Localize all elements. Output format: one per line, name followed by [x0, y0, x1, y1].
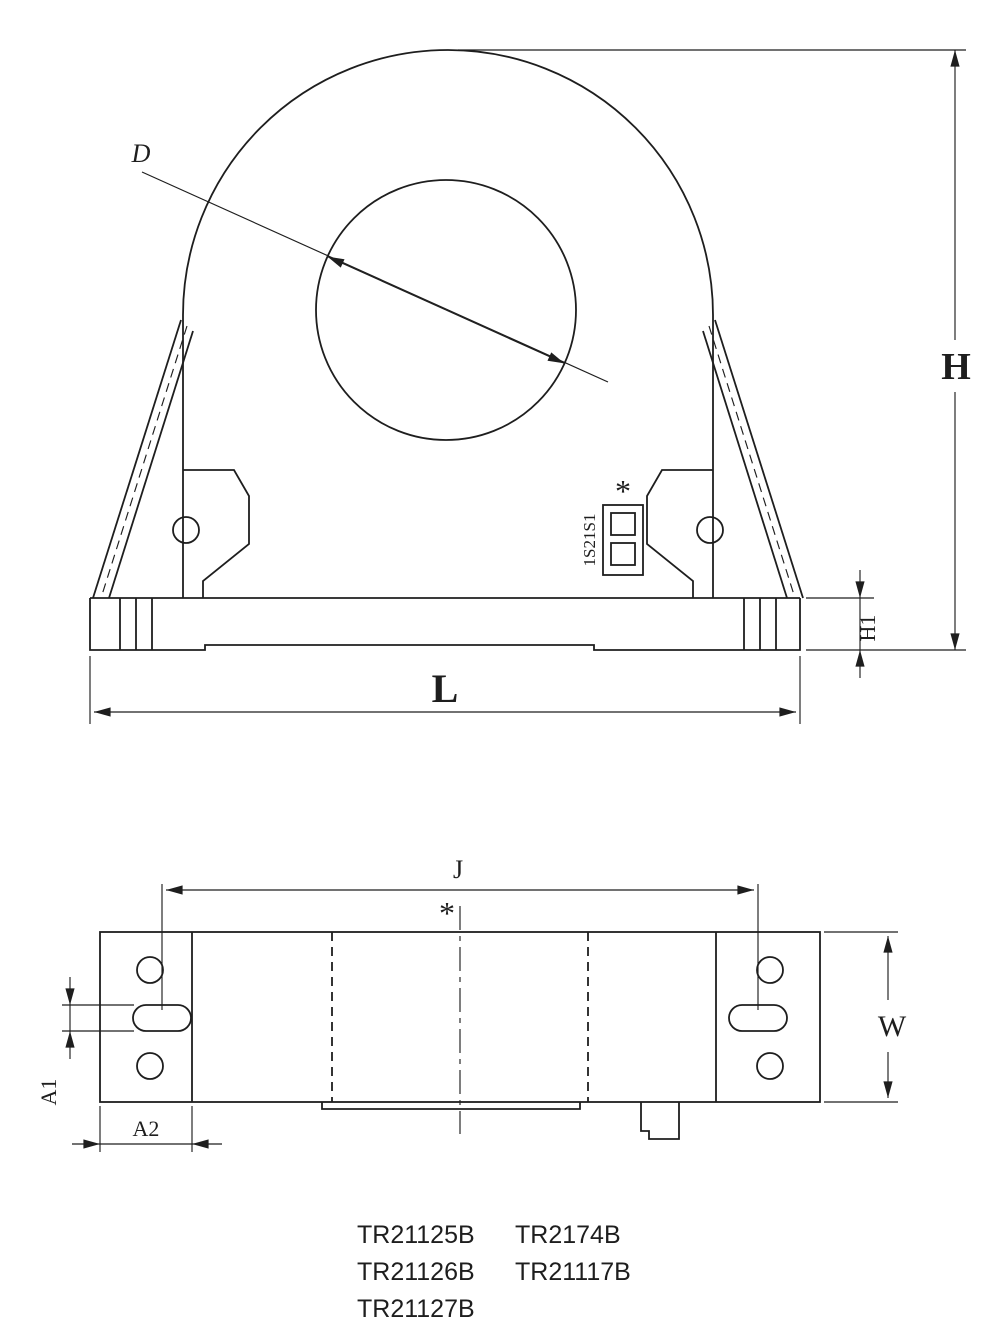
- left-foot-outline: [183, 469, 250, 598]
- bolt-hole-top-left: [136, 956, 164, 984]
- dim-label-a1: A1: [36, 1079, 61, 1106]
- dim-j: J: [161, 855, 759, 1010]
- dim-l: L: [89, 656, 801, 724]
- terminal-label: 1S21S1: [580, 514, 599, 567]
- bolt-hole-top-right: [756, 956, 784, 984]
- left-mounting-hole: [172, 516, 200, 544]
- dim-label-l: L: [432, 666, 459, 711]
- front-view: 1S21S1 * D H H1: [89, 49, 971, 724]
- part-number: TR21127B: [357, 1295, 475, 1323]
- terminal-asterisk: *: [615, 473, 631, 509]
- dome-outline: [182, 49, 714, 316]
- part-number: TR2174B: [515, 1221, 621, 1249]
- left-gusset: [92, 319, 194, 599]
- core-hole-circle: [315, 179, 577, 441]
- dim-label-j: J: [453, 855, 463, 884]
- right-mounting-hole: [696, 516, 724, 544]
- dim-label-d: D: [131, 139, 151, 168]
- dim-label-w: W: [878, 1010, 907, 1043]
- right-foot-outline: [646, 469, 713, 598]
- terminal-1s1: [610, 542, 636, 566]
- terminal-block: [602, 504, 644, 576]
- plan-view: * J W A1: [36, 855, 907, 1152]
- bottom-step: [321, 1102, 581, 1110]
- terminal-1s2: [610, 512, 636, 536]
- right-gusset: [702, 319, 804, 599]
- bolt-hole-bottom-right: [756, 1052, 784, 1080]
- part-number: TR21117B: [515, 1258, 631, 1286]
- base-outline: [89, 597, 801, 651]
- dim-d: D: [131, 139, 609, 383]
- dim-h: H: [458, 49, 971, 651]
- base-slot-lines: [119, 598, 777, 650]
- dim-w: W: [824, 931, 907, 1103]
- bolt-hole-bottom-left: [136, 1052, 164, 1080]
- plan-center-asterisk: *: [439, 895, 455, 931]
- part-number: TR21126B: [357, 1258, 475, 1286]
- dim-h1: H1: [806, 570, 880, 678]
- part-number: TR21125B: [357, 1221, 475, 1249]
- terminal-tab: [640, 1102, 680, 1140]
- dim-label-h1: H1: [855, 615, 880, 642]
- dim-a1: A1: [36, 977, 134, 1105]
- dim-label-h: H: [941, 346, 971, 388]
- part-number-list: TR21125B TR2174B TR21126B TR21117B TR211…: [357, 1221, 631, 1323]
- dim-label-a2: A2: [133, 1116, 160, 1141]
- dim-a2: A2: [72, 1106, 222, 1152]
